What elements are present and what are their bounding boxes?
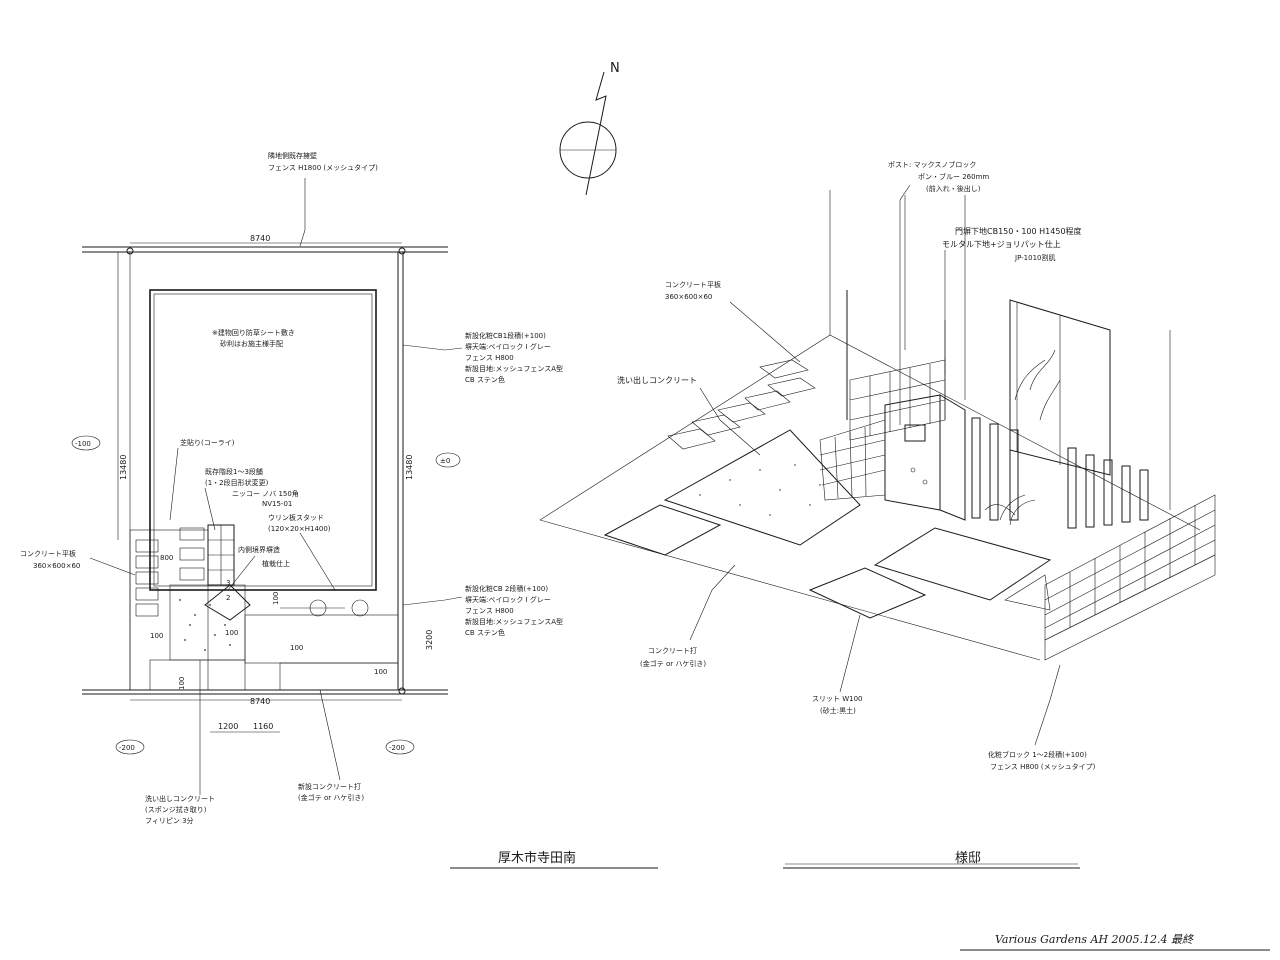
steps-note-1: 既存階段1〜3段舗 (205, 467, 263, 476)
concrete-note-1: 新設コンクリート打 (298, 782, 361, 791)
washout-note-1: 洗い出しコンクリート (145, 794, 215, 803)
level-bottom-right: -200 (389, 744, 405, 752)
front-fence-note-1: 新設化粧CB 2段積(+100) (465, 584, 548, 593)
right-fence-note-3: フェンス H800 (465, 354, 514, 362)
right-fence-note-1: 新設化粧CB1段積(+100) (465, 331, 546, 340)
block-note-2: フェンス H800 (メッシュタイプ) (990, 762, 1096, 771)
level-left: -100 (75, 440, 91, 448)
slab-dim: 800 (160, 554, 173, 562)
lawn-note: 芝貼り(コーライ) (180, 438, 235, 447)
persp-concrete-note-2: (金ゴテ or ハケ引き) (640, 659, 706, 668)
title-left: 厚木市寺田南 (498, 850, 576, 866)
stud-note-1: ウリン板スタッド (268, 513, 324, 522)
right-fence-note-2: 塀天端:ベイロック I グレー (465, 342, 551, 351)
slit-note-1: スリット W100 (812, 695, 863, 703)
signature: Various Gardens AH 2005.12.4 最終 (995, 933, 1194, 946)
post-note-2: ポン・ブルー 260mm (918, 172, 989, 181)
steps-note-3: ニッコー ノバ 150角 (232, 489, 299, 498)
house-note-1: ※建物回り防草シート敷き (212, 328, 295, 337)
stud-note-2: (120×20×H1400) (268, 525, 331, 533)
slit-note-2: (砂土:黒土) (820, 706, 856, 715)
dim-height-left: 13480 (119, 455, 128, 480)
level-right: ±0 (440, 457, 450, 465)
steps-note-2: (1・2段目形状変更) (205, 478, 269, 487)
site-plan: 8740 隣地側既存擁壁 フェンス H1800 (メッシュタイプ) ※建物回り防… (20, 151, 563, 825)
post-note-1: ポスト: マックスノブロック (888, 160, 976, 169)
right-fence-note-5: CB ステン色 (465, 375, 505, 384)
concrete-note-2: (金ゴテ or ハケ引き) (298, 793, 364, 802)
slab-note-1: コンクリート平板 (20, 549, 76, 558)
top-fence-note-1: 隣地側既存擁壁 (268, 151, 317, 160)
post-note-3: (前入れ・後出し) (926, 184, 981, 193)
north-label: N (610, 61, 620, 76)
slab-note-2: 360×600×60 (33, 562, 80, 570)
front-fence-note-3: フェンス H800 (465, 607, 514, 615)
north-compass: N (559, 61, 620, 196)
dim-100-a: 100 (150, 632, 163, 640)
persp-washout-note: 洗い出しコンクリート (617, 375, 697, 385)
dim-100-b: 100 (225, 629, 238, 637)
dim-1160: 1160 (253, 722, 273, 731)
wall-note-2: モルタル下地+ジョリパット仕上 (942, 239, 1061, 249)
block-note-1: 化粧ブロック 1〜2段積(+100) (988, 750, 1087, 759)
dim-100-f: 100 (272, 592, 280, 605)
dim-top-width: 8740 (250, 234, 270, 243)
steps-note-4: NV15-01 (262, 500, 292, 508)
dim-bottom-width: 8740 (250, 697, 270, 706)
front-fence-note-2: 塀天端:ベイロック I グレー (465, 595, 551, 604)
top-fence-note-2: フェンス H1800 (メッシュタイプ) (268, 163, 378, 172)
persp-concrete-note-1: コンクリート打 (648, 646, 697, 655)
dim-100-d: 100 (374, 668, 387, 676)
dim-step-2: 2 (226, 594, 230, 602)
level-bottom-left: -200 (119, 744, 135, 752)
title-block: 厚木市寺田南 様邸 Various Gardens AH 2005.12.4 最… (450, 850, 1270, 951)
front-fence-note-5: CB ステン色 (465, 628, 505, 637)
dim-step-3: 3 (226, 579, 230, 587)
front-fence-note-4: 新設目地:メッシュフェンスA型 (465, 617, 563, 626)
right-fence-note-4: 新設目地:メッシュフェンスA型 (465, 364, 563, 373)
planter-note-1: 内側境界塀造 (238, 545, 280, 554)
washout-note-3: フィリピン 3分 (145, 816, 194, 825)
wall-note-1: 門塀下地CB150・100 H1450程度 (955, 226, 1082, 236)
dim-height-right: 13480 (405, 455, 414, 480)
wall-note-3: JP-1010割肌 (1014, 253, 1055, 262)
dim-right-front: 3200 (425, 630, 434, 650)
planter-note-2: 植栽仕上 (262, 559, 290, 568)
dim-100-e: 100 (178, 677, 186, 690)
persp-slab-note-1: コンクリート平板 (665, 280, 721, 289)
dim-1200: 1200 (218, 722, 238, 731)
dim-100-c: 100 (290, 644, 303, 652)
house-note-2: 砂利はお施主様手配 (220, 339, 283, 348)
perspective-view: ポスト: マックスノブロック ポン・ブルー 260mm (前入れ・後出し) 門塀… (539, 160, 1216, 771)
persp-slab-note-2: 360×600×60 (665, 293, 712, 301)
title-right: 様邸 (955, 851, 981, 866)
washout-note-2: (スポンジ拭き取り) (145, 805, 207, 814)
